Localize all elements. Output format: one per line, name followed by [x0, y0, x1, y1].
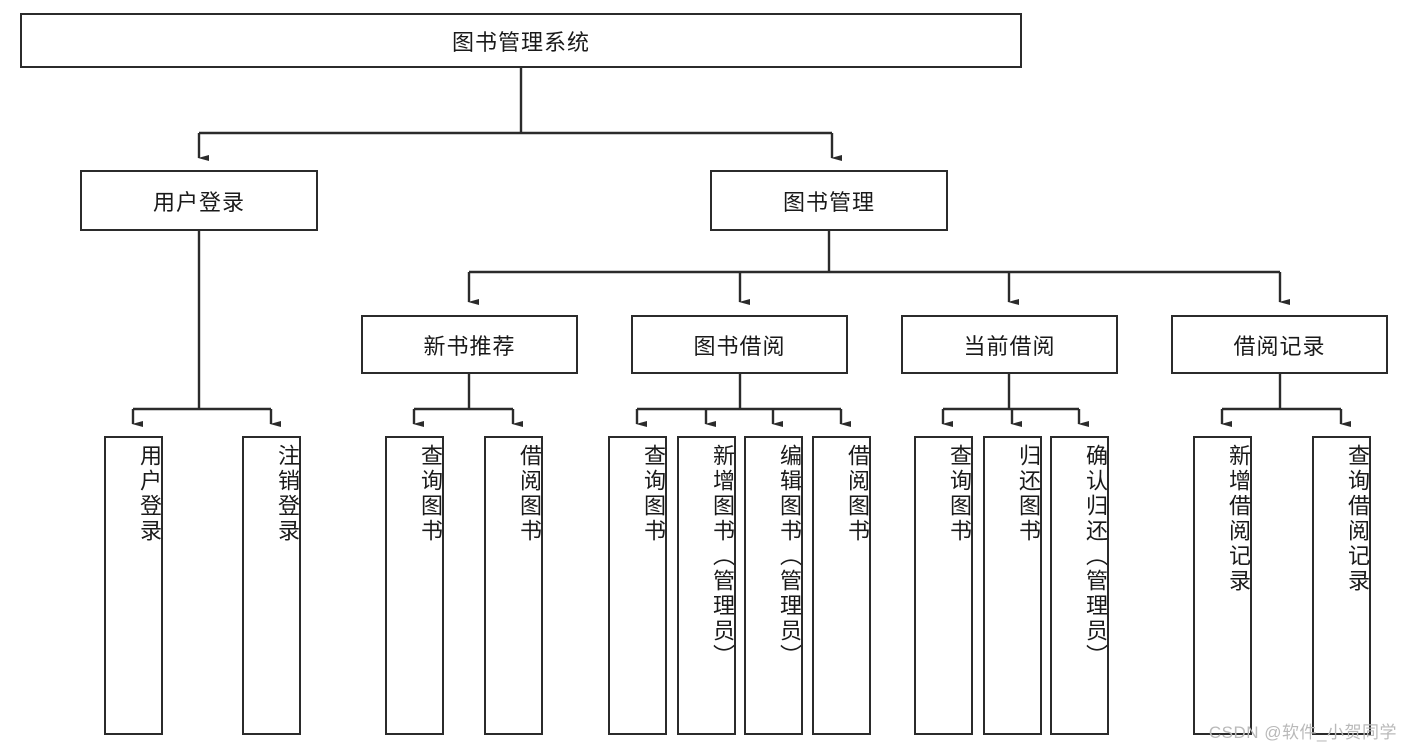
leaf-current-borrow-return[interactable]: 归还图书: [983, 436, 1042, 735]
node-new-book-recommend[interactable]: 新书推荐: [361, 315, 578, 374]
node-label: 查询图书: [418, 444, 443, 544]
leaf-borrow-record-query[interactable]: 查询借阅记录: [1312, 436, 1371, 735]
node-label: 新增图书（管理员）: [710, 444, 735, 669]
node-root-book-management-system[interactable]: 图书管理系统: [20, 13, 1022, 68]
node-label: 编辑图书（管理员）: [777, 444, 802, 669]
leaf-borrow-record-add[interactable]: 新增借阅记录: [1193, 436, 1252, 735]
leaf-current-borrow-confirm-return[interactable]: 确认归还（管理员）: [1050, 436, 1109, 735]
node-label: 确认归还（管理员）: [1083, 444, 1108, 669]
leaf-new-book-borrow[interactable]: 借阅图书: [484, 436, 543, 735]
leaf-book-borrow-add[interactable]: 新增图书（管理员）: [677, 436, 736, 735]
node-label: 用户登录: [152, 189, 245, 215]
node-book-borrow[interactable]: 图书借阅: [631, 315, 848, 374]
node-user-login[interactable]: 用户登录: [80, 170, 318, 231]
leaf-new-book-query[interactable]: 查询图书: [385, 436, 444, 735]
node-label: 用户登录: [137, 444, 162, 544]
node-book-management[interactable]: 图书管理: [710, 170, 948, 231]
leaf-book-borrow-edit[interactable]: 编辑图书（管理员）: [744, 436, 803, 735]
node-label: 查询借阅记录: [1345, 444, 1370, 594]
node-label: 查询图书: [947, 444, 972, 544]
leaf-current-borrow-query[interactable]: 查询图书: [914, 436, 973, 735]
node-label: 图书管理系统: [451, 29, 590, 55]
leaf-user-login-login[interactable]: 用户登录: [104, 436, 163, 735]
leaf-book-borrow-borrow[interactable]: 借阅图书: [812, 436, 871, 735]
node-label: 注销登录: [275, 444, 300, 544]
node-label: 归还图书: [1016, 444, 1041, 544]
node-current-borrow[interactable]: 当前借阅: [901, 315, 1118, 374]
node-label: 查询图书: [641, 444, 666, 544]
node-label: 借阅图书: [845, 444, 870, 544]
node-label: 借阅记录: [1233, 333, 1326, 359]
node-label: 图书管理: [782, 189, 875, 215]
node-borrow-record[interactable]: 借阅记录: [1171, 315, 1388, 374]
node-label: 新增借阅记录: [1226, 444, 1251, 594]
leaf-book-borrow-query[interactable]: 查询图书: [608, 436, 667, 735]
leaf-user-login-logout[interactable]: 注销登录: [242, 436, 301, 735]
csdn-watermark: CSDN @软件_小贺同学: [1208, 723, 1397, 742]
node-label: 借阅图书: [517, 444, 542, 544]
node-label: 当前借阅: [963, 333, 1056, 359]
node-label: 新书推荐: [423, 333, 516, 359]
node-label: 图书借阅: [693, 333, 786, 359]
